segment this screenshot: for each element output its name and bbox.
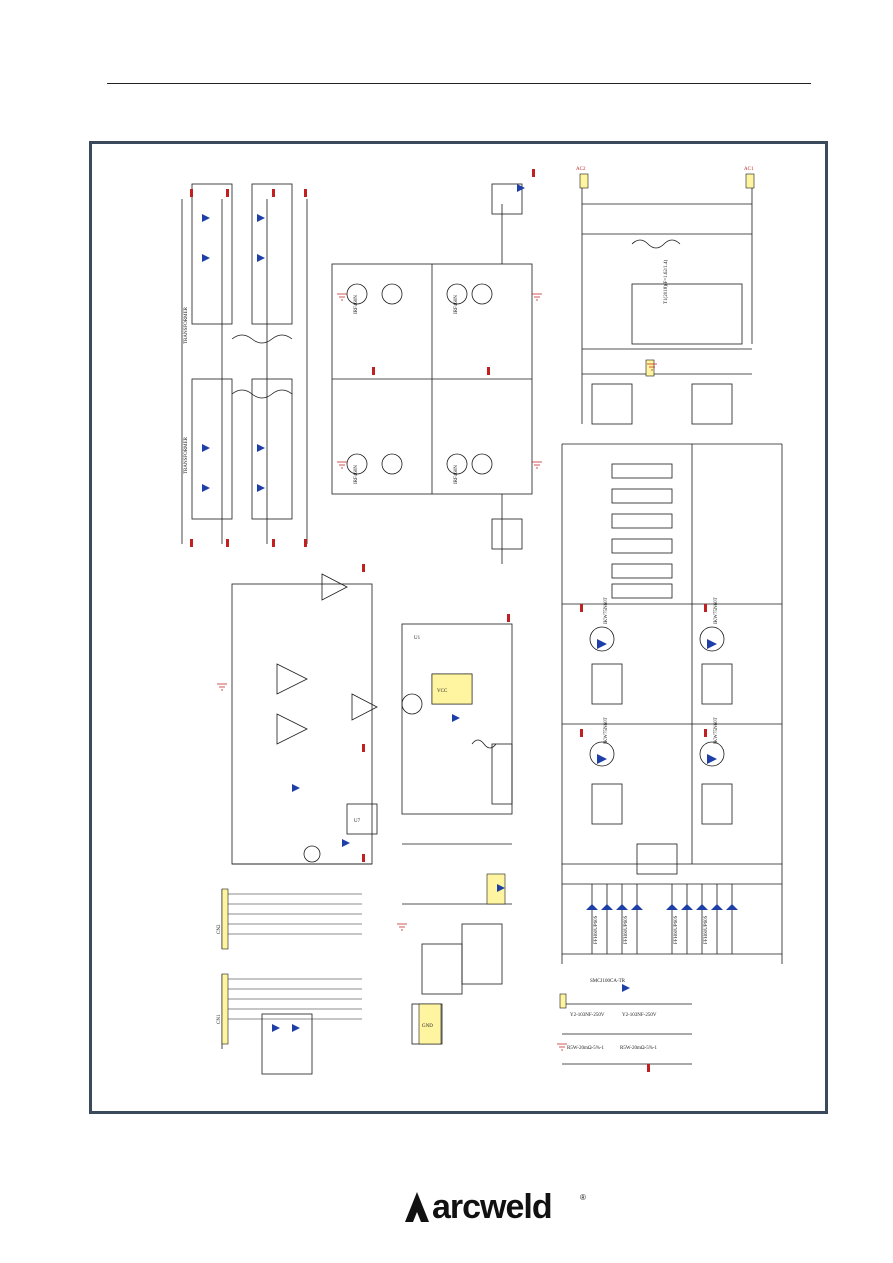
label-igbt-4: IKW75N60T	[714, 717, 719, 744]
label-diode-4: FFH60UP60S	[704, 915, 709, 944]
label-ac1: AC1	[744, 167, 754, 172]
label-mosfet-3: IRF460N	[354, 465, 359, 484]
arcweld-logo-icon	[405, 1192, 429, 1222]
schematic-frame	[89, 141, 828, 1114]
circuit-schematic: TRANSFORMER TRANSFORMER T1(2018)(F=1.62/…	[181, 167, 783, 1075]
label-res-gnd2: R5W-20mΩ-5%-1	[620, 1046, 658, 1051]
label-cap-y1: Y2-103NF-250V	[570, 1013, 605, 1018]
label-igbt-3: IKW75N60T	[604, 717, 609, 744]
label-vcc: VCC	[437, 689, 448, 694]
brand-registered-mark: ®	[580, 1193, 586, 1202]
label-ic-u1: U1	[414, 636, 421, 641]
brand-name: arcweld	[432, 1188, 553, 1226]
label-choke: SMCJ100CA-TR	[590, 979, 626, 984]
header-rule	[107, 83, 811, 84]
label-mosfet-4: IRF460N	[454, 465, 459, 484]
label-diode-3: FFH60UP60S	[674, 915, 679, 944]
label-transformer-left: TRANSFORMER	[184, 436, 189, 474]
label-ac2: AC2	[576, 167, 586, 172]
label-inductor: T1(2018)(F=1.62/1.4)	[664, 259, 669, 304]
label-cap-y2: Y2-103NF-250V	[622, 1013, 657, 1018]
label-res-gnd1: R5W-20mΩ-5%-1	[567, 1046, 605, 1051]
section-transformer-mid-left	[191, 378, 233, 520]
label-gnd: GND	[422, 1024, 433, 1029]
label-mosfet-2: IRF460N	[454, 295, 459, 314]
label-diode-1: FFH60UP60S	[594, 915, 599, 944]
label-diode-2: FFH60UP60S	[624, 915, 629, 944]
label-cn1: CN1	[217, 1014, 222, 1024]
section-transformer-top-left	[191, 183, 233, 325]
label-mosfet-1: IRF460N	[354, 295, 359, 314]
label-transformer-top: TRANSFORMER	[184, 306, 189, 344]
label-opto: U7	[354, 819, 361, 824]
label-igbt-2: IKW75N60T	[714, 597, 719, 624]
label-cn2: CN2	[217, 924, 222, 934]
label-igbt-1: IKW75N60T	[604, 597, 609, 624]
